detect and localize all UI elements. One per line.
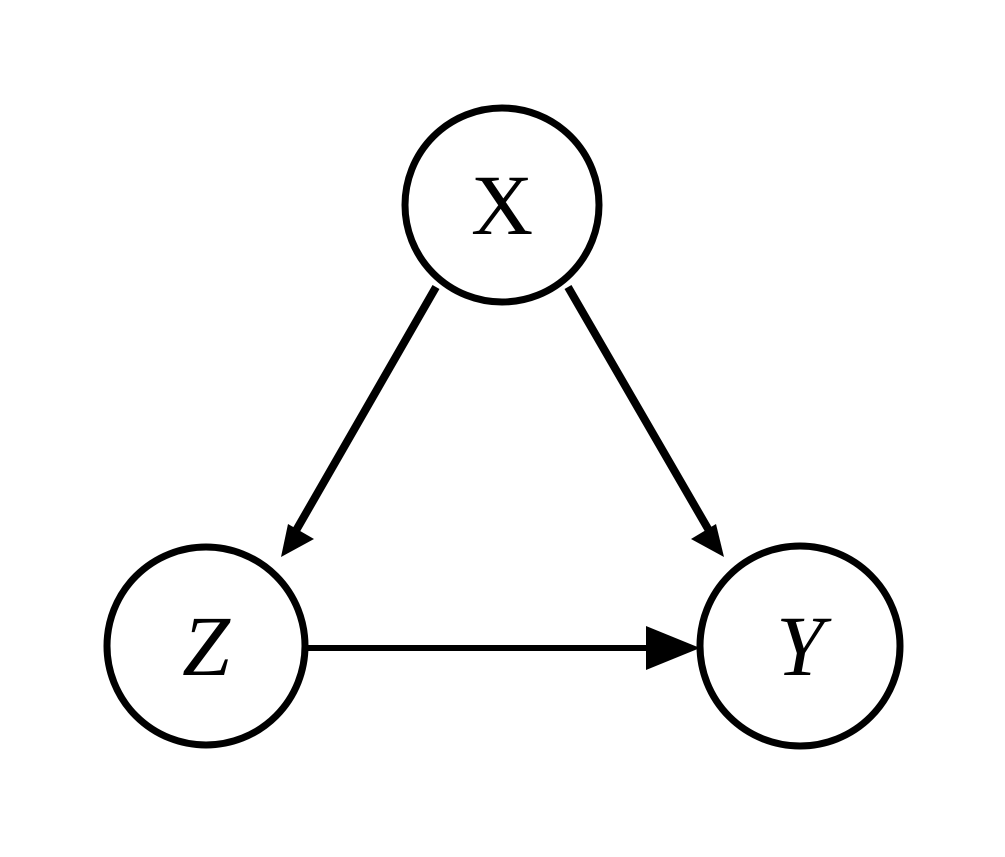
edge-x-to-z[interactable]	[281, 285, 440, 557]
node-z-label: Z	[182, 598, 231, 694]
edge-z-to-y-arrowhead-icon	[646, 626, 700, 670]
edge-group	[281, 284, 724, 670]
node-z-circle[interactable]	[103, 543, 309, 749]
edge-x-to-z-line	[290, 285, 440, 536]
edge-x-to-y[interactable]	[564, 284, 724, 557]
edge-x-to-y-arrowhead-icon	[691, 524, 724, 557]
node-y[interactable]: Y	[696, 542, 904, 750]
node-x-circle[interactable]	[401, 104, 603, 306]
node-z[interactable]: Z	[103, 543, 309, 749]
edge-x-to-z-arrowhead-icon	[281, 524, 314, 557]
edge-z-to-y[interactable]	[305, 626, 700, 670]
node-x[interactable]: X	[401, 104, 603, 306]
node-x-label: X	[471, 157, 533, 253]
node-group: X Z Y	[103, 104, 904, 750]
node-y-label: Y	[776, 598, 832, 694]
node-y-circle[interactable]	[696, 542, 904, 750]
edge-x-to-y-line	[564, 284, 715, 537]
